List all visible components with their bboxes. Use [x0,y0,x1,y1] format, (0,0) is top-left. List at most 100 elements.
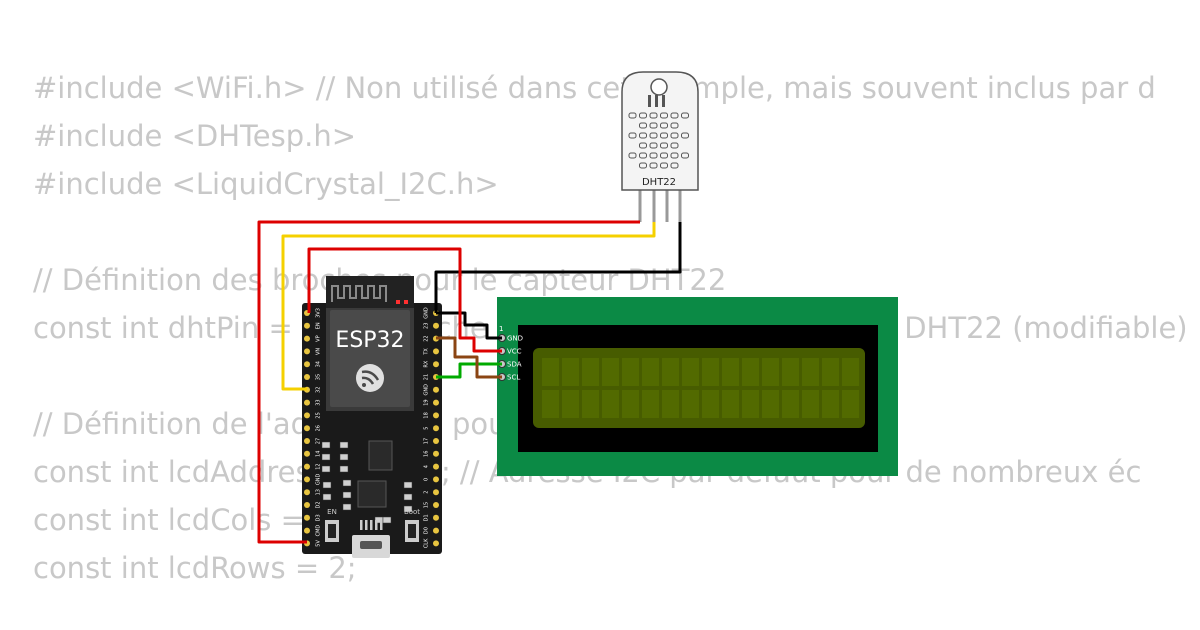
board-pin-label: 14 [316,451,322,457]
wire-lcd-scl [436,336,502,379]
lcd-char-cell [662,390,679,418]
board-pin-left[interactable] [304,348,310,355]
board-pin-label: 5 [424,427,430,430]
smd-component [403,493,413,501]
board-pin-left[interactable] [304,502,310,508]
board-pin-label: 33 [316,399,322,405]
board-pin-left[interactable] [304,438,310,444]
vent-hole [649,122,658,129]
board-pin-label: 5V [316,540,322,547]
board-pin-right[interactable] [433,514,439,521]
smd-component [321,453,331,461]
vent-hole [660,142,668,149]
smd-component [339,441,349,449]
smd-component [382,516,392,524]
shield-can [330,310,410,407]
board-pin-left[interactable] [304,425,310,432]
board-pin-right[interactable] [433,361,439,368]
board-pin-right[interactable] [433,412,439,419]
lcd-char-cell [602,390,619,418]
board-pin-right[interactable] [433,450,439,457]
board-pin-label: 17 [424,438,430,444]
smd-component [403,505,413,513]
board-pin-right[interactable] [433,322,439,329]
board-pin-left[interactable] [304,374,310,380]
board-pin-right[interactable] [433,399,439,406]
board-pin-label: 23 [424,323,430,329]
vent-hole [660,122,668,129]
board-pin-right[interactable] [433,502,439,508]
smd-component [342,491,352,499]
usb-pad [370,520,373,530]
board-pin-left[interactable] [304,514,310,521]
sensor-body [621,71,699,191]
board-pin-left[interactable] [304,450,310,457]
code-line: const int lcdRows = 2; [33,551,357,585]
lcd-char-cell [602,358,619,386]
lcd-char-cell [802,390,819,418]
vent-hole [639,142,647,149]
board-pin-right[interactable] [433,463,439,470]
en-button-label: EN [327,508,337,516]
board-pin-right[interactable] [433,489,439,496]
board-pin-label: RX [424,360,430,367]
usb-uart-chip [357,480,387,508]
lcd-char-cell [682,390,699,418]
board-pin-label: 21 [424,374,430,380]
board-pin-left[interactable] [304,527,310,534]
board-pin-label: 3V3 [316,308,322,318]
lcd-char-cell [682,358,699,386]
vent-hole [670,152,679,159]
board-pin-label: 4 [424,465,430,468]
sensor-label: DHT22 [642,177,676,188]
board-pin-right[interactable] [433,425,439,432]
board-pin-left[interactable] [304,476,310,483]
smd-component [321,465,331,473]
vent-hole [670,142,679,149]
vent-slot [648,95,651,107]
usb-pad [375,520,378,530]
wires [257,220,682,544]
board-pin-label: VN [316,348,322,355]
code-line: #include <LiquidCrystal_I2C.h> [33,167,499,201]
board-pin-label: 13 [316,489,322,495]
board-pin-left[interactable] [304,399,310,406]
wire-dht-vcc [257,220,640,544]
lcd-char-cell [722,358,739,386]
board-pin-label: 22 [424,335,430,341]
board-pin-right[interactable] [433,476,439,483]
usb-pads [360,520,383,530]
board-pin-right[interactable] [433,438,439,444]
board-pin-left[interactable] [304,489,310,496]
vent-hole [681,152,689,159]
board-pin-left[interactable] [304,412,310,419]
lcd-char-cell [762,390,779,418]
board-pin-left[interactable] [304,361,310,368]
lcd-char-cell [582,358,599,386]
board-pin-right[interactable] [433,386,439,393]
boot-button-label: Boot [404,508,420,516]
lcd-char-cell [762,358,779,386]
board-pin-right[interactable] [433,540,439,547]
vent-hole [681,112,689,119]
esp32-board[interactable]: ESP32 EN Boot 3V3ENVPVN34353233252627141… [302,276,442,558]
board-pin-left[interactable] [304,335,310,342]
vent-hole [670,132,679,139]
code-line: #include <WiFi.h> // Non utilisé dans ce… [33,71,1156,105]
lcd-char-cell [802,358,819,386]
board-pin-right[interactable] [433,527,439,534]
board-pin-right[interactable] [433,348,439,355]
board-pin-left[interactable] [304,322,310,329]
board-pin-label: 25 [316,412,322,418]
wire-lcd-gnd [436,311,502,340]
lcd-char-cell [742,390,759,418]
board-pin-label: D0 [424,527,430,534]
vent-hole [639,162,647,169]
board-pin-left[interactable] [304,463,310,470]
vent-slot [655,95,658,107]
lcd-char-cell [742,358,759,386]
wire-lcd-sda [436,362,502,379]
dht22-sensor[interactable]: DHT22 [621,71,699,222]
board-pin-label: EN [316,322,322,329]
